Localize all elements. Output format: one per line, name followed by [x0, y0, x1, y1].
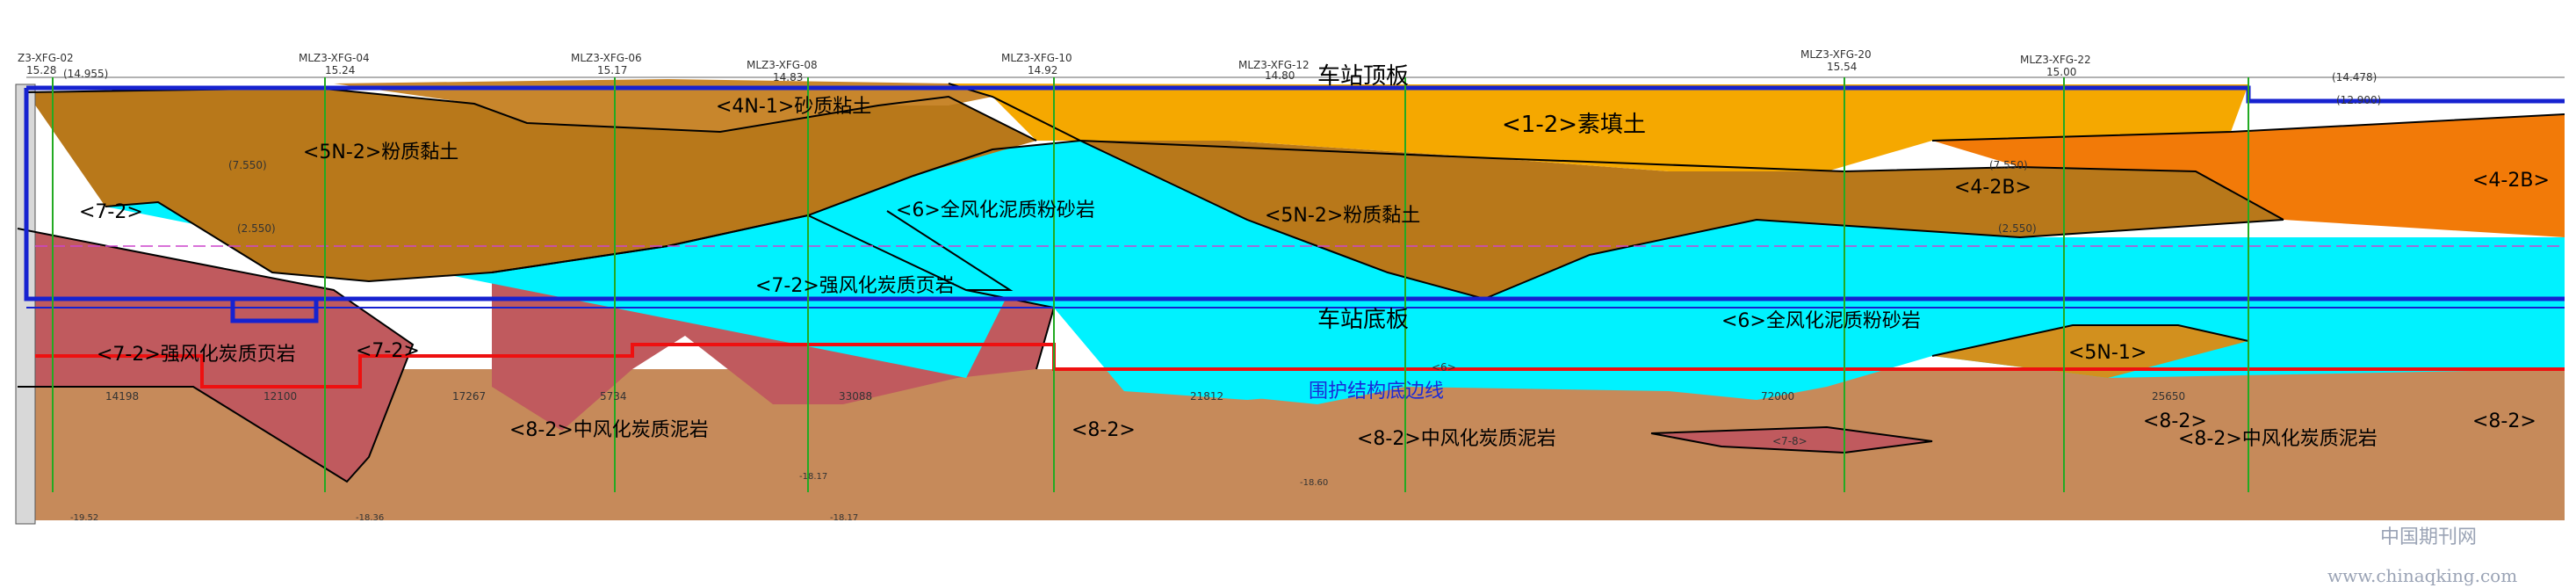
label-enclosure-bottom: 围护结构底边线: [1309, 381, 1444, 403]
level-right-step: (12.900): [2336, 94, 2381, 106]
label-8-2-mid: <8-2>中风化炭质泥岩: [1357, 428, 1556, 450]
label-8-2-right-short: <8-2>: [2143, 410, 2207, 432]
dim-33088: 33088: [839, 390, 872, 403]
label-7-2-d: <7-2>: [356, 340, 420, 362]
label-station-top: 车站顶板: [1317, 63, 1409, 90]
label-7-2-c: <7-2>强风化炭质页岩: [97, 344, 296, 366]
label-5n-2-left: <5N-2>粉质黏土: [303, 142, 458, 163]
label-1-2: <1-2>素填土: [1502, 112, 1646, 138]
bh-label-06: MLZ3-XFG-06: [571, 52, 642, 64]
bh-elev-04: 15.24: [325, 64, 355, 76]
boreholes: [52, 77, 2249, 492]
dim-14198: 14198: [105, 390, 139, 403]
level-1952: -19.52: [70, 513, 98, 523]
bh-elev-02: 15.28: [26, 64, 56, 76]
bh-label-22: MLZ3-XFG-22: [2020, 54, 2091, 66]
label-station-bottom: 车站底板: [1317, 307, 1409, 333]
bh-label-10: MLZ3-XFG-10: [1001, 52, 1072, 64]
dimension-labels: 14198 12100 17267 5734 33088 21812 72000…: [105, 390, 2185, 403]
layer-boundaries: [17, 83, 2565, 483]
label-8-2-edge: <8-2>: [2472, 410, 2536, 432]
dim-72000: 72000: [1761, 390, 1794, 403]
bh-elev-08: 14.83: [773, 71, 803, 83]
bh-elev-10: 14.92: [1028, 64, 1057, 76]
watermark: 中国期刊网 www.chinaqking.com: [2327, 526, 2517, 586]
level-2550-left: (2.550): [237, 222, 276, 235]
layer-1-2: [949, 83, 2248, 171]
bh-elev-12: 14.80: [1265, 69, 1295, 82]
layer-8-2: [18, 369, 2565, 520]
level-right-top: (14.478): [2332, 71, 2377, 83]
bh-elev-20: 15.54: [1827, 61, 1857, 73]
label-7-8: <7-8>: [1772, 435, 1808, 447]
layer-6-lower: [966, 290, 1546, 400]
bh-label-20: MLZ3-XFG-20: [1800, 48, 1872, 61]
level-1817-b: -18.17: [830, 513, 858, 523]
bh-label-12: MLZ3-XFG-12: [1238, 59, 1310, 71]
bh-label-02: Z3-XFG-02: [18, 52, 74, 64]
bh-elev-22: 15.00: [2046, 66, 2076, 78]
layer-5n-2-left: [26, 88, 1036, 281]
layer-6: [105, 141, 2565, 404]
level-1836: -18.36: [356, 513, 384, 523]
label-4-2b-right: <4-2B>: [2472, 170, 2550, 192]
label-5n-1: <5N-1>: [2068, 342, 2147, 364]
layer-5n-1: [1932, 325, 2248, 378]
dim-21812: 21812: [1190, 390, 1223, 403]
level-1860: -18.60: [1300, 478, 1328, 488]
label-4-2b-mid: <4-2B>: [1954, 177, 2031, 199]
level-labels: (14.955) (14.478) (12.900) (7.550) (7.55…: [63, 68, 2381, 523]
bh-label-08: MLZ3-XFG-08: [747, 59, 818, 71]
label-6-top: <6>全风化泥质粉砂岩: [896, 200, 1095, 221]
level-7550-left: (7.550): [228, 159, 267, 171]
watermark-cn: 中国期刊网: [2380, 526, 2477, 548]
label-7-2-a: <7-2>: [79, 201, 143, 223]
layer-7-2-left: [18, 229, 413, 482]
dim-17267: 17267: [452, 390, 486, 403]
level-1817-a: -18.17: [799, 472, 827, 482]
dim-5734: 5734: [600, 390, 627, 403]
layer-4n-1: [334, 79, 992, 132]
dim-12100: 12100: [263, 390, 297, 403]
label-8-2-right: <8-2>中风化炭质泥岩: [2178, 428, 2378, 450]
dim-25650: 25650: [2152, 390, 2185, 403]
label-6-small: <6>: [1432, 361, 1456, 374]
level-left-top: (14.955): [63, 68, 108, 80]
label-8-2-mid-short: <8-2>: [1072, 419, 1136, 441]
watermark-url: www.chinaqking.com: [2327, 565, 2517, 586]
layer-5n-2-right: [1080, 141, 2284, 299]
layer-labels: <4N-1>砂质粘土 <1-2>素填土 <5N-2>粉质黏土 <6>全风化泥质粉…: [79, 63, 2550, 450]
borehole-labels: Z3-XFG-02 15.28 MLZ3-XFG-04 15.24 MLZ3-X…: [18, 48, 2091, 83]
bh-elev-06: 15.17: [597, 64, 627, 76]
level-7550-right: (7.550): [1989, 159, 2028, 171]
left-column: [15, 83, 36, 525]
label-5n-2-right: <5N-2>粉质黏土: [1265, 205, 1420, 227]
label-6-right: <6>全风化泥质粉砂岩: [1721, 310, 1921, 332]
label-7-2-b: <7-2>强风化炭质页岩: [755, 275, 955, 297]
label-4n-1: <4N-1>砂质粘土: [716, 96, 871, 118]
bh-label-04: MLZ3-XFG-04: [299, 52, 370, 64]
level-2550-right: (2.550): [1998, 222, 2037, 235]
label-8-2-left: <8-2>中风化炭质泥岩: [509, 419, 709, 441]
